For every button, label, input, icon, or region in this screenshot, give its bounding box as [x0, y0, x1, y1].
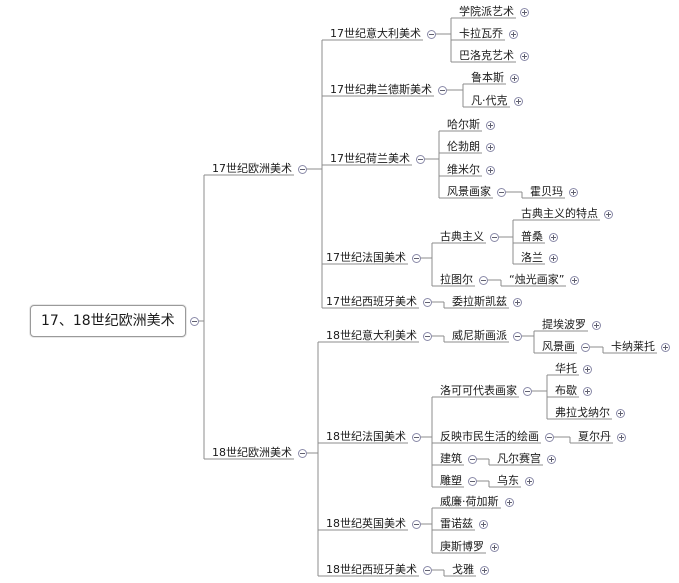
topic-root-c1-c1-c3[interactable]: 雕塑	[440, 474, 462, 487]
expand-icon-root-c0-c2-c3-c0[interactable]	[568, 187, 578, 197]
topic-root-c0-c4[interactable]: 17世纪西班牙美术	[326, 295, 417, 308]
collapse-icon-root-c0-c2-c3[interactable]	[496, 187, 506, 197]
collapse-icon-root-c1[interactable]	[297, 448, 307, 458]
topic-root-c1-c1-c1[interactable]: 反映市民生活的绘画	[440, 430, 539, 443]
topic-root-c0-c2-c1[interactable]: 伦勃朗	[447, 140, 480, 153]
topic-root-c1-c0[interactable]: 18世纪意大利美术	[326, 329, 417, 342]
topic-root-c0-c3-c0[interactable]: 古典主义	[440, 230, 484, 243]
topic-root-c1-c1-c0-c1[interactable]: 布歇	[555, 384, 577, 397]
topic-root-c0-c0-c0[interactable]: 学院派艺术	[459, 5, 514, 18]
expand-icon-root-c1-c1-c0-c2[interactable]	[615, 408, 625, 418]
collapse-icon-root-c0-c1[interactable]	[437, 85, 447, 95]
expand-icon-root-c1-c0-c0-c0[interactable]	[591, 320, 601, 330]
topic-root-c0-c2-c3-c0[interactable]: 霍贝玛	[530, 185, 563, 198]
collapse-icon-root-c1-c1-c0[interactable]	[522, 386, 532, 396]
expand-icon-root-c1-c1-c3-c0[interactable]	[524, 476, 534, 486]
topic-root-c1-c1[interactable]: 18世纪法国美术	[326, 430, 406, 443]
collapse-icon-root-c1-c0-c0[interactable]	[512, 331, 522, 341]
collapse-icon-root-c1-c0-c0-c1[interactable]	[580, 342, 590, 352]
topic-root-c1-c2[interactable]: 18世纪英国美术	[326, 517, 406, 530]
topic-root-c0-c1-c1[interactable]: 凡·代克	[471, 94, 508, 107]
expand-icon-root-c1-c1-c0-c1[interactable]	[582, 386, 592, 396]
topic-root-c1-c2-c1[interactable]: 雷诺兹	[440, 517, 473, 530]
expand-icon-root-c0-c2-c0[interactable]	[485, 120, 495, 130]
topic-root-c0-c3-c0-c2[interactable]: 洛兰	[521, 251, 543, 264]
collapse-icon-root-c0-c3-c1[interactable]	[478, 275, 488, 285]
expand-icon-root-c0-c1-c1[interactable]	[513, 96, 523, 106]
topic-root-c1[interactable]: 18世纪欧洲美术	[212, 446, 292, 459]
topic-root-c0-c4-c0[interactable]: 委拉斯凯兹	[452, 295, 507, 308]
topic-root-c0-c2-c2[interactable]: 维米尔	[447, 163, 480, 176]
topic-root-c0-c0-c1[interactable]: 卡拉瓦乔	[459, 27, 503, 40]
topic-root-c0-c3-c0-c0[interactable]: 古典主义的特点	[521, 207, 598, 220]
topic-root-c1-c3-c0[interactable]: 戈雅	[452, 563, 474, 576]
topic-root-c1-c1-c3-c0[interactable]: 乌东	[497, 474, 519, 487]
topic-root-c0[interactable]: 17世纪欧洲美术	[212, 162, 292, 175]
topic-root-c0-c3-c0-c1[interactable]: 普桑	[521, 230, 543, 243]
expand-icon-root-c1-c2-c2[interactable]	[489, 542, 499, 552]
collapse-icon-root-c0-c2[interactable]	[415, 154, 425, 164]
collapse-icon-root-c0[interactable]	[297, 164, 307, 174]
collapse-icon-root-c1-c1-c1[interactable]	[544, 432, 554, 442]
topic-root-c0-c3[interactable]: 17世纪法国美术	[326, 251, 406, 264]
topic-root-c0-c2-c0[interactable]: 哈尔斯	[447, 118, 480, 131]
expand-icon-root-c1-c0-c0-c1-c0[interactable]	[660, 342, 670, 352]
collapse-icon-root-c1-c1[interactable]	[411, 432, 421, 442]
central-topic[interactable]: 17、18世纪欧洲美术	[30, 305, 186, 337]
collapse-icon-root-c1-c2[interactable]	[411, 519, 421, 529]
expand-icon-root-c1-c3-c0[interactable]	[479, 565, 489, 575]
topic-root-c1-c1-c0-c2[interactable]: 弗拉戈纳尔	[555, 406, 610, 419]
expand-icon-root-c0-c4-c0[interactable]	[512, 297, 522, 307]
topic-root-c1-c2-c2[interactable]: 庚斯博罗	[440, 540, 484, 553]
topic-root-c1-c1-c1-c0[interactable]: 夏尔丹	[578, 430, 611, 443]
expand-icon-root-c0-c1-c0[interactable]	[509, 73, 519, 83]
topic-root-c1-c2-c0[interactable]: 威廉·荷加斯	[440, 495, 499, 508]
expand-icon-root-c0-c3-c0-c1[interactable]	[548, 232, 558, 242]
collapse-icon-root-c0-c3-c0[interactable]	[489, 232, 499, 242]
collapse-icon-root-c1-c1-c2[interactable]	[467, 454, 477, 464]
expand-icon-root-c0-c3-c0-c2[interactable]	[548, 253, 558, 263]
expand-icon-root-c1-c1-c1-c0[interactable]	[616, 432, 626, 442]
expand-icon-root-c0-c3-c0-c0[interactable]	[603, 209, 613, 219]
expand-icon-root-c1-c2-c0[interactable]	[504, 497, 514, 507]
topic-root-c1-c0-c0-c1[interactable]: 风景画	[542, 340, 575, 353]
collapse-icon-root[interactable]	[189, 316, 199, 326]
topic-root-c0-c3-c1[interactable]: 拉图尔	[440, 273, 473, 286]
topic-root-c1-c0-c0-c0[interactable]: 提埃波罗	[542, 318, 586, 331]
expand-icon-root-c0-c0-c1[interactable]	[508, 29, 518, 39]
topic-root-c1-c1-c0[interactable]: 洛可可代表画家	[440, 384, 517, 397]
expand-icon-root-c1-c1-c2-c0[interactable]	[546, 454, 556, 464]
collapse-icon-root-c1-c3[interactable]	[422, 565, 432, 575]
expand-icon-root-c0-c0-c0[interactable]	[519, 7, 529, 17]
topic-root-c0-c2-c3[interactable]: 风景画家	[447, 185, 491, 198]
collapse-icon-root-c1-c1-c3[interactable]	[467, 476, 477, 486]
collapse-icon-root-c0-c3[interactable]	[411, 253, 421, 263]
topic-root-c0-c3-c1-c0[interactable]: “烛光画家”	[509, 273, 565, 286]
topic-root-c1-c1-c2[interactable]: 建筑	[440, 452, 462, 465]
collapse-icon-root-c0-c0[interactable]	[426, 29, 436, 39]
expand-icon-root-c0-c2-c1[interactable]	[485, 142, 495, 152]
expand-icon-root-c1-c1-c0-c0[interactable]	[582, 364, 592, 374]
topic-root-c0-c0[interactable]: 17世纪意大利美术	[330, 27, 421, 40]
topic-root-c1-c3[interactable]: 18世纪西班牙美术	[326, 563, 417, 576]
collapse-icon-root-c0-c4[interactable]	[422, 297, 432, 307]
topic-root-c0-c2[interactable]: 17世纪荷兰美术	[330, 152, 410, 165]
topic-root-c0-c1[interactable]: 17世纪弗兰德斯美术	[330, 83, 432, 96]
topic-root-c1-c0-c0[interactable]: 威尼斯画派	[452, 329, 507, 342]
expand-icon-root-c0-c2-c2[interactable]	[485, 165, 495, 175]
expand-icon-root-c1-c2-c1[interactable]	[478, 519, 488, 529]
topic-root-c1-c1-c0-c0[interactable]: 华托	[555, 362, 577, 375]
topic-root-c0-c1-c0[interactable]: 鲁本斯	[471, 71, 504, 84]
expand-icon-root-c0-c0-c2[interactable]	[519, 51, 529, 61]
collapse-icon-root-c1-c0[interactable]	[422, 331, 432, 341]
topic-root-c1-c1-c2-c0[interactable]: 凡尔赛宫	[497, 452, 541, 465]
topic-root-c1-c0-c0-c1-c0[interactable]: 卡纳莱托	[611, 340, 655, 353]
expand-icon-root-c0-c3-c1-c0[interactable]	[569, 275, 579, 285]
topic-root-c0-c0-c2[interactable]: 巴洛克艺术	[459, 49, 514, 62]
